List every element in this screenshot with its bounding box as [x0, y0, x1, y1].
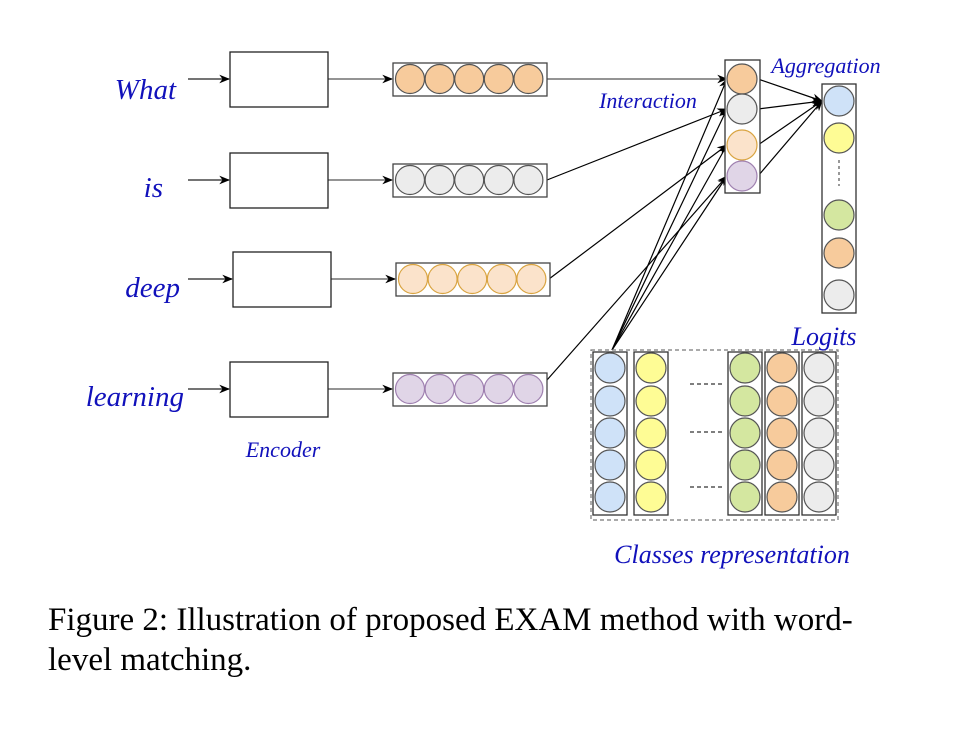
class-unit-green — [729, 385, 761, 417]
encoder-box — [229, 152, 329, 209]
embedding-unit — [483, 63, 514, 95]
embedding-unit — [483, 164, 514, 196]
aggregation-arrow — [757, 97, 824, 110]
class-unit-gray — [803, 385, 835, 417]
interaction-node-gray — [726, 93, 758, 125]
embedding-unit — [486, 263, 517, 295]
class-unit-gray — [803, 481, 835, 513]
interaction-label: Interaction — [598, 88, 697, 113]
embedding-unit — [513, 373, 544, 405]
connection-lines — [188, 74, 824, 394]
class-unit-orange — [766, 417, 798, 449]
learning-to-interaction — [546, 175, 728, 381]
classes-representation-box — [590, 349, 839, 521]
word-label-is: is — [144, 172, 163, 204]
class-unit-gray — [803, 449, 835, 481]
class-unit-blue — [594, 417, 626, 449]
class-unit-orange — [766, 481, 798, 513]
logits-column — [821, 83, 857, 314]
class-unit-yellow — [635, 481, 667, 513]
class-unit-orange — [766, 449, 798, 481]
embedding-unit — [513, 164, 544, 196]
class-unit-yellow — [635, 449, 667, 481]
embedding-unit — [513, 63, 544, 95]
embedding-unit — [516, 263, 547, 295]
class-unit-gray — [803, 352, 835, 384]
embedding-unit — [454, 373, 485, 405]
classes-representation-label: Classes representation — [614, 540, 850, 569]
aggregation-arrow — [757, 100, 823, 146]
nodes — [229, 51, 857, 521]
logit-node-blue — [823, 85, 855, 117]
embedding-unit — [454, 63, 485, 95]
embedding-unit — [394, 373, 426, 405]
class-unit-green — [729, 417, 761, 449]
logits-label: Logits — [790, 322, 856, 351]
class-unit-yellow — [635, 352, 667, 384]
class-unit-gray — [803, 417, 835, 449]
class-unit-blue — [594, 385, 626, 417]
embedding-unit — [424, 373, 455, 405]
caption-line-2: level matching. — [48, 642, 252, 678]
encoder-label: Encoder — [245, 437, 321, 462]
class-unit-green — [729, 449, 761, 481]
word-label-deep: deep — [125, 272, 180, 304]
aggregation-arrow — [757, 78, 824, 102]
embedding-unit — [424, 164, 455, 196]
class-unit-yellow — [635, 385, 667, 417]
interaction-node-purple — [726, 160, 758, 192]
aggregation-arrow — [757, 100, 823, 177]
encoder-box — [229, 361, 329, 418]
class-unit-green — [729, 481, 761, 513]
class-to-interaction-1 — [611, 78, 728, 351]
class-unit-blue — [594, 352, 626, 384]
encoder-box — [229, 51, 329, 108]
embedding-unit — [394, 164, 426, 196]
class-unit-yellow — [635, 417, 667, 449]
embedding-unit — [454, 164, 485, 196]
class-unit-orange — [766, 385, 798, 417]
class-unit-blue — [594, 449, 626, 481]
figure-caption: Figure 2: Illustration of proposed EXAM … — [48, 600, 948, 680]
class-unit-blue — [594, 481, 626, 513]
class-to-interaction-4 — [611, 175, 728, 351]
class-to-interaction-3 — [611, 144, 728, 351]
embedding-unit — [394, 63, 426, 95]
aggregation-label: Aggregation — [769, 53, 880, 78]
embedding-unit — [397, 263, 429, 295]
class-to-interaction-2 — [611, 108, 728, 351]
exam-diagram: What is deep learning Encoder Interactio… — [86, 51, 881, 569]
word-label-learning: learning — [86, 381, 184, 413]
interaction-node-orange — [726, 63, 758, 95]
is-to-interaction — [546, 108, 729, 181]
embedding-unit — [424, 63, 455, 95]
encoder-box — [232, 251, 332, 308]
embedding-unit — [483, 373, 514, 405]
deep-to-interaction — [548, 144, 728, 280]
embedding-unit — [427, 263, 458, 295]
class-unit-green — [729, 352, 761, 384]
logit-node-gray — [823, 279, 855, 311]
logit-node-green — [823, 199, 855, 231]
logit-node-orange — [823, 237, 855, 269]
interaction-node-peach — [726, 129, 758, 161]
embedding-unit — [457, 263, 488, 295]
class-unit-orange — [766, 352, 798, 384]
word-label-what: What — [115, 74, 177, 106]
caption-line-1: Figure 2: Illustration of proposed EXAM … — [48, 602, 853, 638]
logit-node-yellow — [823, 122, 855, 154]
